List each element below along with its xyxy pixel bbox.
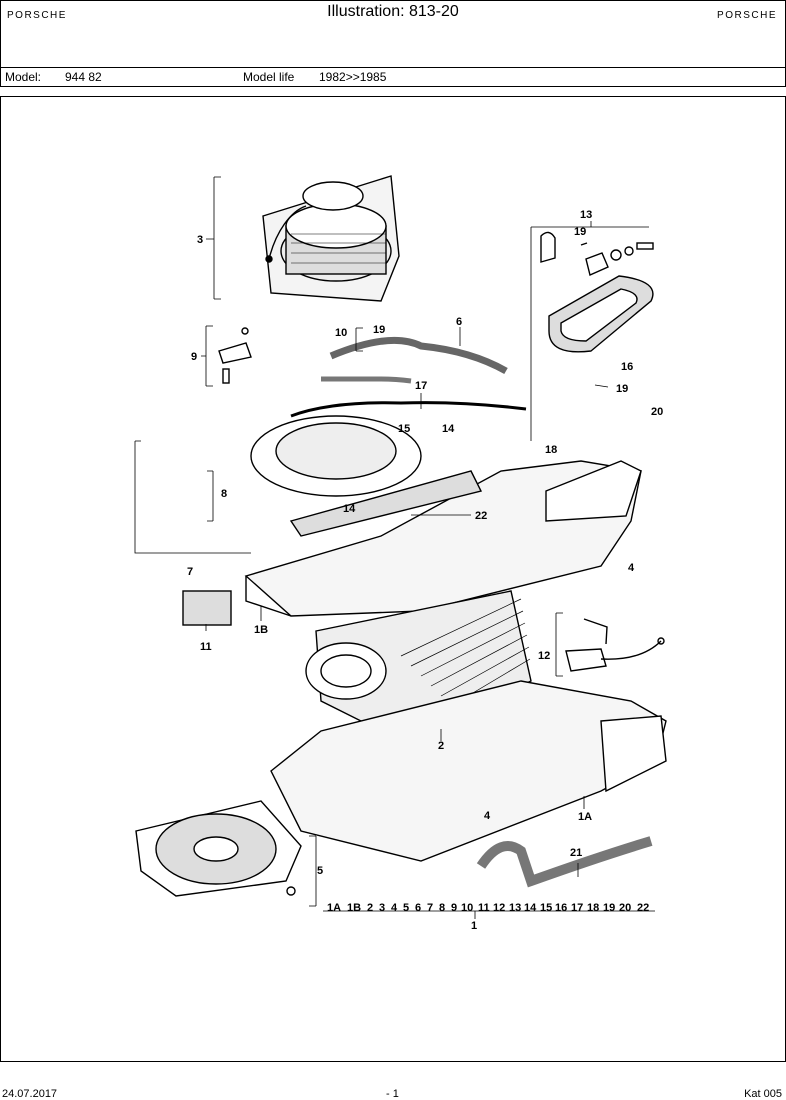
footer-date: 24.07.2017 (2, 1088, 58, 1100)
assembly-strip-item: 7 (427, 902, 433, 914)
blower-motor-drawing (262, 175, 400, 302)
callout-17: 17 (415, 380, 427, 392)
callout-19c: 19 (616, 383, 628, 395)
brand-logo-left: PORSCHE (7, 10, 67, 21)
assembly-strip-item: 3 (379, 902, 385, 914)
illustration-frame: 13 19 3 6 10 19 9 16 17 19 20 15 14 18 8… (0, 96, 786, 1062)
callout-14a: 14 (442, 423, 455, 435)
model-bar: Model: 944 82 Model life 1982>>1985 (0, 67, 786, 87)
assembly-strip-item: 19 (603, 902, 615, 914)
sensor-wire-drawing (565, 618, 665, 672)
callout-14b: 14 (343, 503, 356, 515)
parts-illustration: 13 19 3 6 10 19 9 16 17 19 20 15 14 18 8… (134, 175, 667, 932)
page-header: PORSCHE Illustration: 813-20 PORSCHE (0, 0, 786, 68)
air-filter-ring-drawing (548, 275, 654, 353)
callout-5: 5 (317, 865, 323, 877)
callout-13: 13 (580, 209, 592, 221)
assembly-strip-item: 2 (367, 902, 373, 914)
callout-21: 21 (570, 847, 582, 859)
assembly-strip-item: 14 (524, 902, 537, 914)
assembly-strip-item: 9 (451, 902, 457, 914)
drain-hose-drawing (476, 836, 653, 888)
fan-grille-cover-drawing (135, 800, 302, 897)
assembly-strip-item: 1B (347, 902, 361, 914)
callout-15: 15 (398, 423, 410, 435)
footer-catalog: Kat 005 (744, 1088, 782, 1100)
callout-11: 11 (200, 641, 212, 653)
page-title: Illustration: 813-20 (327, 3, 459, 20)
brand-logo-right: PORSCHE (717, 10, 777, 21)
assembly-strip-item: 1A (327, 902, 341, 914)
model-label: Model: (5, 70, 42, 84)
assembly-strip-item: 20 (619, 902, 631, 914)
callout-3: 3 (197, 234, 203, 246)
heater-housing-upper-drawing (244, 415, 642, 617)
assembly-strip-item: 12 (493, 902, 505, 914)
callout-19a: 19 (574, 226, 586, 238)
assembly-strip-item: 17 (571, 902, 583, 914)
callout-1: 1 (471, 920, 477, 932)
callout-1B: 1B (254, 624, 268, 636)
callout-8: 8 (221, 488, 227, 500)
callout-6: 6 (456, 316, 462, 328)
foam-block-drawing (182, 590, 232, 626)
footer-page-number: - 1 (386, 1088, 399, 1100)
assembly-strip-item: 6 (415, 902, 421, 914)
callout-10: 10 (335, 327, 347, 339)
callout-19b: 19 (373, 324, 385, 336)
callout-22: 22 (475, 510, 487, 522)
callout-9: 9 (191, 351, 197, 363)
callout-20: 20 (651, 406, 663, 418)
callout-2: 2 (438, 740, 444, 752)
hose-drawing (290, 336, 527, 418)
callout-4a: 4 (628, 562, 635, 574)
model-life-label: Model life (243, 70, 295, 84)
assembly-strip-item: 11 (478, 902, 490, 914)
model-value: 944 82 (65, 70, 102, 84)
callout-4b: 4 (484, 810, 491, 822)
heater-housing-lower-drawing (270, 680, 667, 862)
model-life-value: 1982>>1985 (319, 70, 387, 84)
callout-12: 12 (538, 650, 550, 662)
assembly-strip-item: 13 (509, 902, 521, 914)
assembly-strip-item: 18 (587, 902, 599, 914)
bracket-drawing (218, 327, 252, 384)
callout-1A: 1A (578, 811, 592, 823)
assembly-strip-item: 8 (439, 902, 445, 914)
callout-7: 7 (187, 566, 193, 578)
assembly-strip-item: 10 (461, 902, 473, 914)
assembly-strip-item: 5 (403, 902, 409, 914)
callout-16: 16 (621, 361, 633, 373)
assembly-strip-item: 4 (391, 902, 398, 914)
assembly-strip-item: 15 (540, 902, 552, 914)
assembly-strip-item: 16 (555, 902, 567, 914)
leader-lines (134, 176, 655, 919)
callout-18: 18 (545, 444, 557, 456)
assembly-strip-item: 22 (637, 902, 649, 914)
hose-clamp-bracket-drawing (540, 231, 654, 276)
